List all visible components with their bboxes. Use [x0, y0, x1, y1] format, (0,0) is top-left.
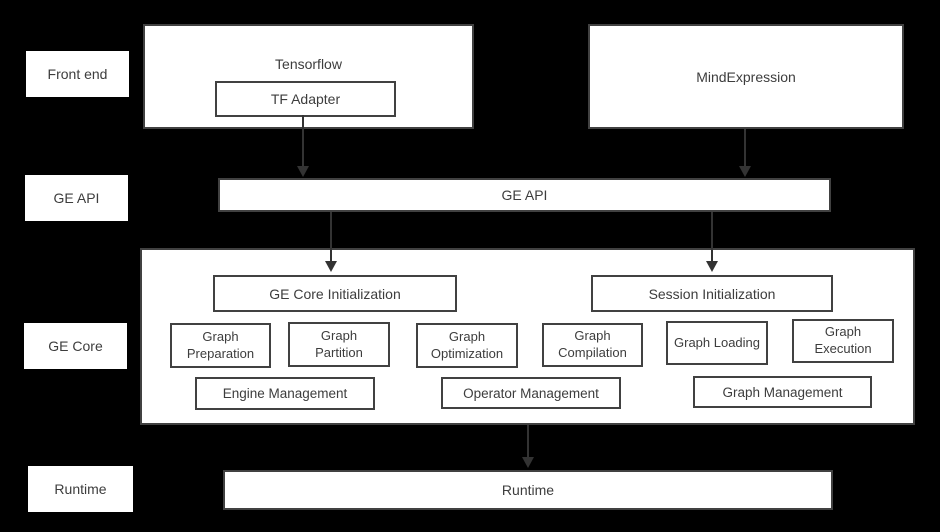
graph-preparation-box: Graph Preparation [170, 323, 271, 368]
engine-management-label: Engine Management [222, 386, 348, 401]
arrow-ge-core-to-runtime [522, 425, 534, 468]
operator-management-label: Operator Management [463, 385, 599, 401]
graph-compilation-label: Graph Compilation [558, 328, 627, 360]
mindexpression-label: MindExpression [696, 68, 796, 85]
engine-management-box: Engine Management [195, 377, 375, 410]
ge-core-box: GE Core Initialization Session Initializ… [140, 248, 915, 425]
graph-loading-box: Graph Loading [666, 321, 768, 365]
session-initialization-label: Session Initialization [648, 285, 776, 302]
tf-adapter-label: TF Adapter [270, 91, 341, 107]
graph-partition-box: Graph Partition [288, 322, 390, 367]
arrow-mindexpression-to-ge-api [739, 129, 751, 177]
graph-execution-box: Graph Execution [792, 319, 894, 363]
graph-partition-label: Graph Partition [315, 327, 363, 360]
tensorflow-box: Tensorflow TF Adapter [143, 24, 474, 129]
layer-label-runtime: Runtime [28, 466, 133, 512]
layer-label-ge-api: GE API [25, 175, 128, 221]
graph-loading-label: Graph Loading [674, 334, 761, 350]
graph-management-label: Graph Management [722, 384, 843, 400]
graph-execution-label: Graph Execution [814, 324, 872, 356]
graph-preparation-label: Graph Preparation [186, 328, 255, 361]
ge-core-initialization-label: GE Core Initialization [269, 285, 401, 302]
ge-api-label: GE API [501, 187, 548, 203]
graph-management-box: Graph Management [693, 376, 872, 408]
graph-compilation-box: Graph Compilation [542, 323, 643, 367]
runtime-label: Runtime [501, 482, 555, 498]
ge-api-bar: GE API [218, 178, 831, 212]
tf-adapter-box: TF Adapter [215, 81, 396, 117]
ge-core-initialization-box: GE Core Initialization [213, 275, 457, 312]
operator-management-box: Operator Management [441, 377, 621, 409]
arrow-ge-api-to-session-initialization [706, 212, 718, 272]
tensorflow-label: Tensorflow [275, 56, 342, 72]
mindexpression-box: MindExpression [588, 24, 904, 129]
session-initialization-box: Session Initialization [591, 275, 833, 312]
layer-label-front-end: Front end [26, 51, 129, 97]
graph-optimization-label: Graph Optimization [430, 328, 504, 361]
layer-label-ge-core: GE Core [24, 323, 127, 369]
arrow-tf-adapter-to-ge-api [297, 115, 309, 177]
graph-optimization-box: Graph Optimization [416, 323, 518, 368]
arrow-ge-api-to-ge-core-initialization [325, 212, 337, 272]
runtime-bar: Runtime [223, 470, 833, 510]
